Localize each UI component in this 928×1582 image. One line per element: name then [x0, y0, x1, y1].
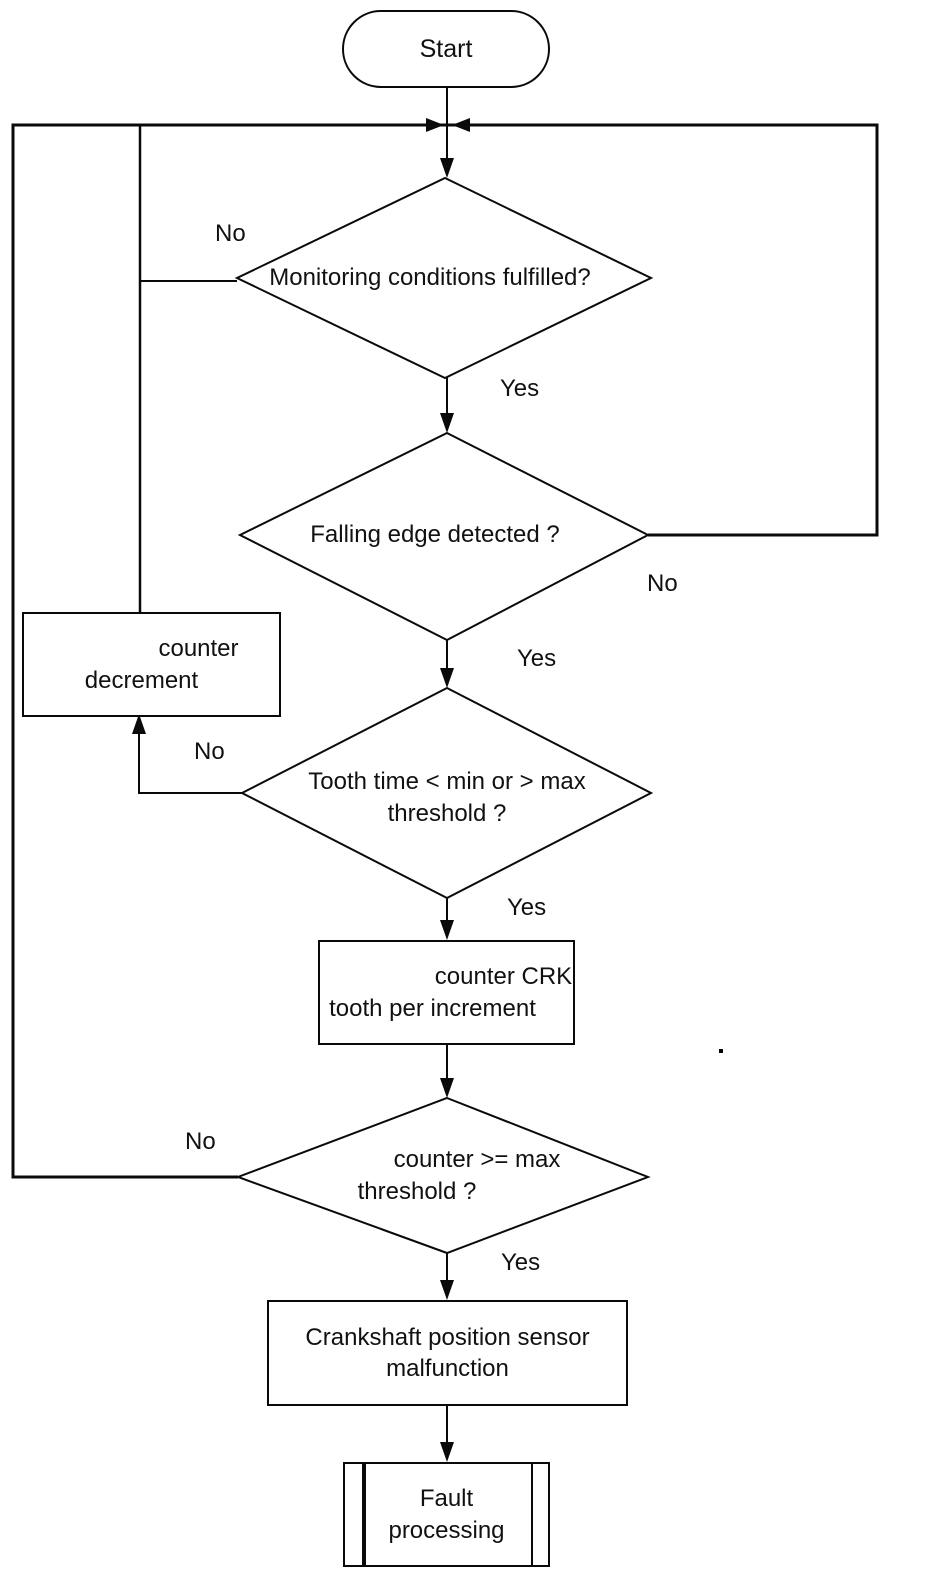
decision-shape-group: [234, 176, 654, 1255]
decision-tooth-time-shape: [239, 686, 654, 900]
fault-processing-label-line1: Fault: [419, 1485, 474, 1513]
arrow-into-malfunction-icon: [440, 1280, 454, 1300]
predefined-process-bar-left: [362, 1464, 366, 1565]
merge-arrow-right-icon: [452, 118, 470, 132]
arrow-into-falling-edge-icon: [440, 413, 454, 433]
edge-label-tooth-time-yes: Yes: [507, 894, 547, 921]
edge-tooth-time-no: [138, 728, 242, 794]
edge-label-falling-edge-yes: Yes: [517, 645, 557, 672]
node-start: Start: [342, 10, 550, 88]
malfunction-label-line2: malfunction: [386, 1355, 509, 1382]
node-counter-crk: counter CRK tooth per increment: [318, 940, 575, 1045]
edge-label-tooth-time-no: No: [194, 738, 225, 765]
arrow-into-tooth-time-icon: [440, 668, 454, 688]
arrow-into-counter-max-icon: [440, 1078, 454, 1098]
node-malfunction: Crankshaft position sensor malfunction: [267, 1300, 628, 1406]
edge-label-counter-max-no: No: [185, 1128, 216, 1155]
counter-crk-label-line1: counter CRK: [434, 963, 573, 991]
node-start-label: Start: [419, 34, 473, 63]
arrow-into-counter-decrement-icon: [132, 714, 146, 734]
arrow-into-counter-crk-icon: [440, 920, 454, 940]
edge-label-monitoring-yes: Yes: [500, 375, 540, 402]
scan-artifact-dot: [719, 1049, 723, 1053]
node-counter-decrement: counter decrement: [22, 612, 281, 717]
counter-decrement-label-line1: counter: [158, 635, 239, 663]
arrowhead-group: [132, 118, 470, 1462]
predefined-process-bar-right: [531, 1464, 533, 1565]
decision-counter-max-shape: [235, 1096, 651, 1255]
merge-arrow-left-icon: [426, 118, 444, 132]
arrow-into-fault-processing-icon: [440, 1442, 454, 1462]
connector-group: [11, 88, 879, 1446]
malfunction-label-line1: Crankshaft position sensor: [305, 1323, 590, 1351]
edge-label-monitoring-no: No: [215, 220, 246, 247]
edge-label-counter-max-yes: Yes: [501, 1249, 541, 1276]
decision-falling-edge-shape: [237, 431, 651, 642]
edge-outer-loop: [11, 123, 879, 1179]
decision-monitoring-shape: [234, 176, 654, 380]
fault-processing-label-line2: processing: [388, 1516, 505, 1544]
edge-label-falling-edge-no: No: [647, 570, 678, 597]
counter-decrement-label-line2: decrement: [84, 666, 199, 694]
node-fault-processing: Fault processing: [343, 1462, 550, 1567]
counter-crk-label-line2: tooth per increment: [329, 994, 536, 1022]
arrow-into-monitoring-icon: [440, 158, 454, 178]
